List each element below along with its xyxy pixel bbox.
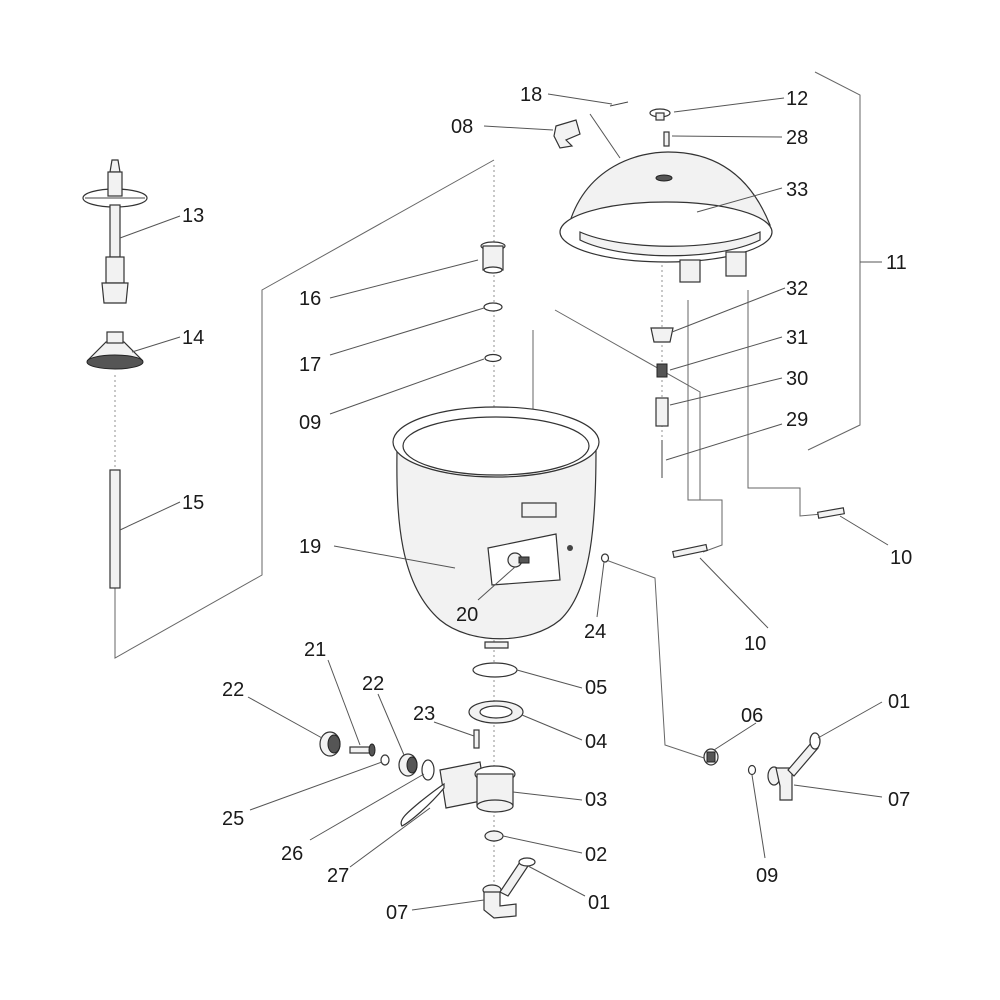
callout-11: 11: [886, 252, 907, 274]
part-15-rod: [109, 469, 121, 589]
callout-32: 32: [786, 278, 808, 300]
part-01-tube-right: [787, 732, 821, 777]
part-26-ring: [421, 759, 435, 781]
part-24-o-ring: [600, 553, 610, 563]
part-03-valve-body: [439, 761, 516, 813]
bracket-pin-10b: [747, 290, 823, 517]
part-25-ring: [380, 754, 390, 766]
callout-23: 23: [413, 703, 435, 725]
callout-18: 18: [520, 84, 542, 106]
callout-10-right: 10: [890, 547, 912, 569]
part-07-elbow-right: [767, 766, 793, 801]
part-07-elbow-bottom: [482, 884, 517, 919]
part-23-screw: [473, 729, 480, 749]
callout-33: 33: [786, 179, 808, 201]
callout-16: 16: [299, 288, 321, 310]
bracket-left-group: [114, 159, 495, 659]
part-05-o-ring: [472, 662, 518, 678]
part-01-tube-bottom: [499, 857, 536, 897]
part-04-gasket: [468, 700, 524, 724]
part-33-lid: [559, 151, 773, 283]
callout-25: 25: [222, 808, 244, 830]
bracket-right-group-11: [807, 71, 861, 451]
callout-15: 15: [182, 492, 204, 514]
callout-01-bottom: 01: [588, 892, 610, 914]
bracket-drain-right: [605, 559, 711, 761]
callout-04: 04: [585, 731, 607, 753]
callout-22-right: 22: [362, 673, 384, 695]
part-17-o-ring: [483, 302, 503, 312]
callout-05: 05: [585, 677, 607, 699]
callout-12: 12: [786, 88, 808, 110]
callout-17: 17: [299, 354, 321, 376]
callout-07-bottom: 07: [386, 902, 408, 924]
part-06-fitting: [703, 748, 719, 766]
part-09-o-ring-upper: [484, 353, 502, 363]
part-21-stem: [349, 743, 376, 757]
part-10-pin-b: [816, 507, 846, 519]
callout-20: 20: [456, 604, 478, 626]
part-08-clip: [553, 119, 581, 149]
bracket-lid-hinge-b: [554, 309, 701, 500]
callout-01-right: 01: [888, 691, 910, 713]
part-30-plunger: [655, 397, 669, 427]
callout-21: 21: [304, 639, 326, 661]
callout-29: 29: [786, 409, 808, 431]
callout-26: 26: [281, 843, 303, 865]
callout-13: 13: [182, 205, 204, 227]
part-13-agitator-shaft: [82, 159, 148, 304]
callout-31: 31: [786, 327, 808, 349]
callout-08: 08: [451, 116, 473, 138]
callout-22-left: 22: [222, 679, 244, 701]
part-10-pin-a: [672, 543, 708, 559]
callout-07-right: 07: [888, 789, 910, 811]
callout-19: 19: [299, 536, 321, 558]
callout-03: 03: [585, 789, 607, 811]
part-22-nut-right: [398, 753, 418, 777]
part-09-o-ring-lower: [747, 764, 757, 776]
leader-lines: [119, 93, 889, 911]
part-18-pin: [609, 101, 629, 107]
part-22-cap-left: [319, 731, 341, 757]
callout-24: 24: [584, 621, 606, 643]
part-31-spring: [656, 363, 668, 378]
part-27-handle: [400, 782, 445, 827]
bracket-pin-10a: [687, 300, 723, 553]
callout-28: 28: [786, 127, 808, 149]
part-19-bowl: [392, 406, 600, 649]
part-14-agitator-hub: [86, 331, 144, 370]
part-28-screw: [663, 131, 670, 147]
callout-02: 02: [585, 844, 607, 866]
callout-09-lower: 09: [756, 865, 778, 887]
part-02-nut: [484, 830, 504, 842]
part-32-knob: [650, 327, 674, 343]
callout-30: 30: [786, 368, 808, 390]
callout-06: 06: [741, 705, 763, 727]
part-16-bushing: [480, 241, 506, 274]
callout-09-upper: 09: [299, 412, 321, 434]
callout-14: 14: [182, 327, 204, 349]
callout-27: 27: [327, 865, 349, 887]
part-12-cap: [649, 108, 671, 121]
callout-10-middle: 10: [744, 633, 766, 655]
